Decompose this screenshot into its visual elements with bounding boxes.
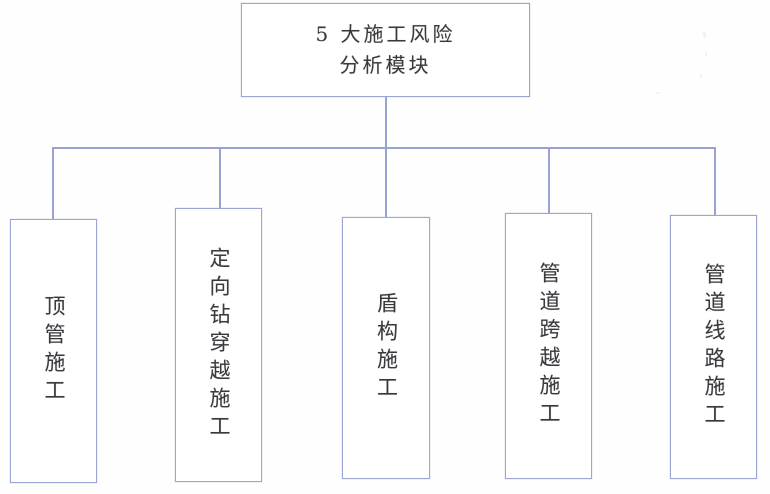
child-node-1[interactable]: 顶管施工 (10, 219, 97, 483)
child-node-3[interactable]: 盾构施工 (342, 217, 430, 479)
root-node-line-2: 分析模块 (339, 53, 432, 77)
child-node-2[interactable]: 定向钻穿越施工 (175, 208, 262, 482)
edge-drop-2 (219, 147, 221, 208)
edge-drop-3 (385, 147, 387, 217)
scan-speckle (700, 74, 702, 78)
edge-root-stem (385, 97, 387, 148)
child-node-2-label: 定向钻穿越施工 (207, 247, 231, 443)
child-node-5-label: 管道线路施工 (702, 263, 726, 431)
edge-drop-4 (548, 147, 550, 213)
child-node-4[interactable]: 管道跨越施工 (505, 213, 592, 479)
scan-speckle (703, 31, 706, 38)
root-node[interactable]: 5 大施工风险 分析模块 (241, 3, 530, 97)
child-node-3-label: 盾构施工 (374, 292, 399, 404)
scan-speckle (655, 92, 660, 94)
child-node-5[interactable]: 管道线路施工 (670, 215, 757, 479)
root-node-line-1: 5 大施工风险 (315, 22, 456, 46)
child-node-1-label: 顶管施工 (42, 295, 66, 407)
scan-speckle (705, 52, 707, 57)
edge-bus (52, 147, 715, 149)
edge-drop-5 (714, 147, 716, 215)
child-node-4-label: 管道跨越施工 (537, 262, 561, 430)
edge-drop-1 (52, 147, 54, 219)
